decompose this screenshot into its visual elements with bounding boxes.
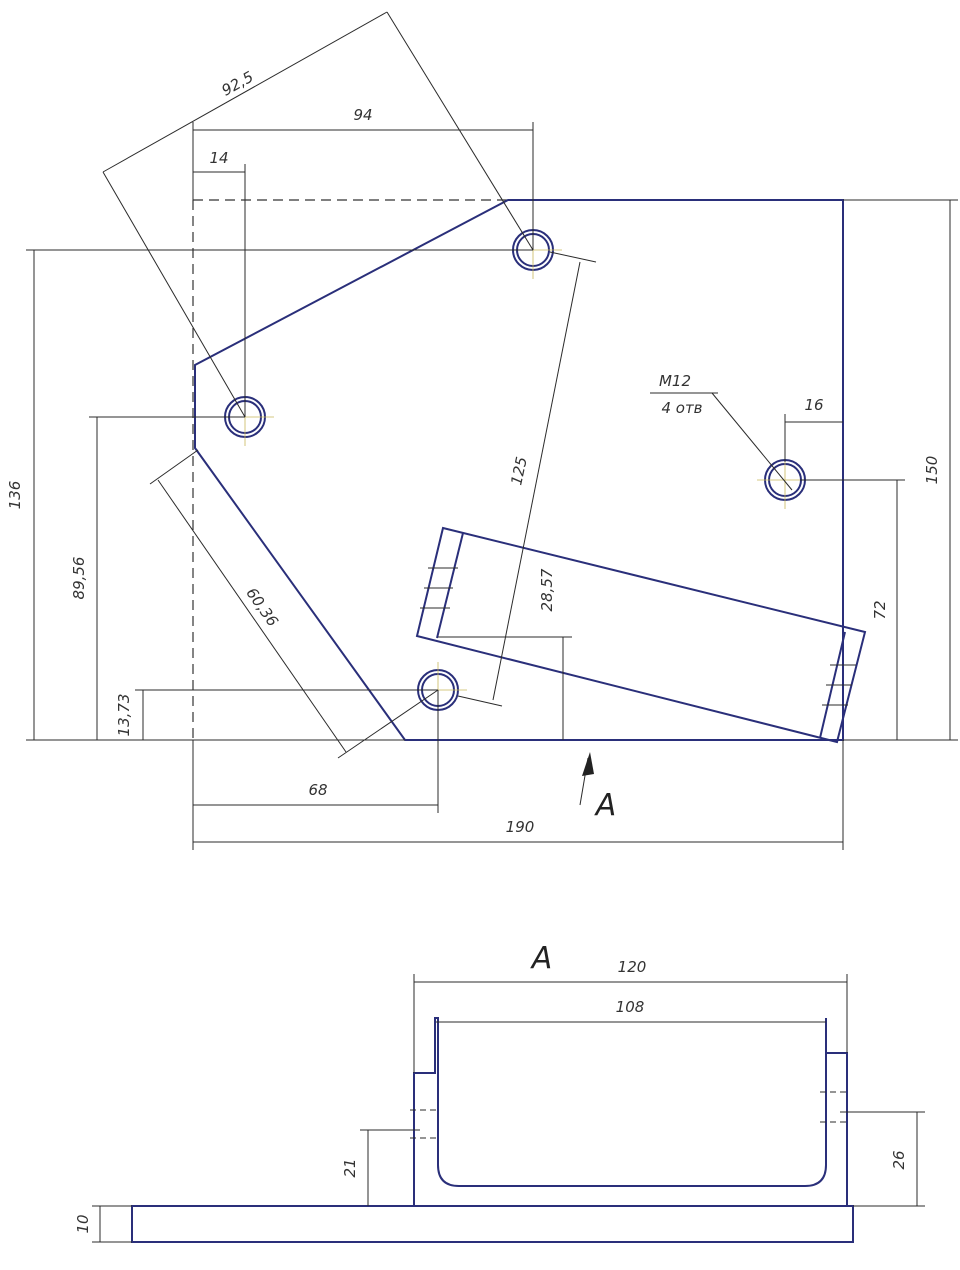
dim-10: 10 bbox=[74, 1214, 92, 1233]
dim-125: 125 bbox=[507, 455, 531, 487]
base-plate bbox=[131, 1205, 854, 1243]
bracket-outline bbox=[415, 526, 867, 744]
dim-150: 150 bbox=[923, 456, 941, 485]
view-a-title: A bbox=[530, 941, 553, 976]
dim-60-36: 60,36 bbox=[242, 584, 281, 630]
dim-120: 120 bbox=[618, 958, 647, 976]
dim-13-73: 13,73 bbox=[115, 694, 133, 737]
dim-190: 190 bbox=[506, 818, 535, 836]
dim-16: 16 bbox=[804, 396, 823, 414]
dim-136: 136 bbox=[6, 481, 24, 510]
dim-89-56: 89,56 bbox=[70, 557, 88, 600]
view-a: A 120 108 21 26 10 bbox=[74, 941, 925, 1243]
plan-view: 92,5 94 14 136 89,56 13,73 60,36 68 bbox=[6, 11, 958, 850]
dim-92-5: 92,5 bbox=[219, 68, 257, 100]
dim-108: 108 bbox=[616, 998, 645, 1016]
hole-note-thread: M12 bbox=[659, 372, 691, 390]
dim-72: 72 bbox=[871, 600, 889, 619]
dim-21: 21 bbox=[341, 1158, 359, 1177]
hole-note-count: 4 отв bbox=[661, 399, 702, 417]
view-marker: A bbox=[594, 788, 617, 823]
bracket-profile bbox=[413, 1017, 848, 1207]
dim-68: 68 bbox=[308, 781, 327, 799]
dim-26: 26 bbox=[890, 1150, 908, 1169]
dim-28-57: 28,57 bbox=[538, 568, 556, 611]
dim-14: 14 bbox=[209, 149, 228, 167]
dim-94: 94 bbox=[353, 106, 372, 124]
